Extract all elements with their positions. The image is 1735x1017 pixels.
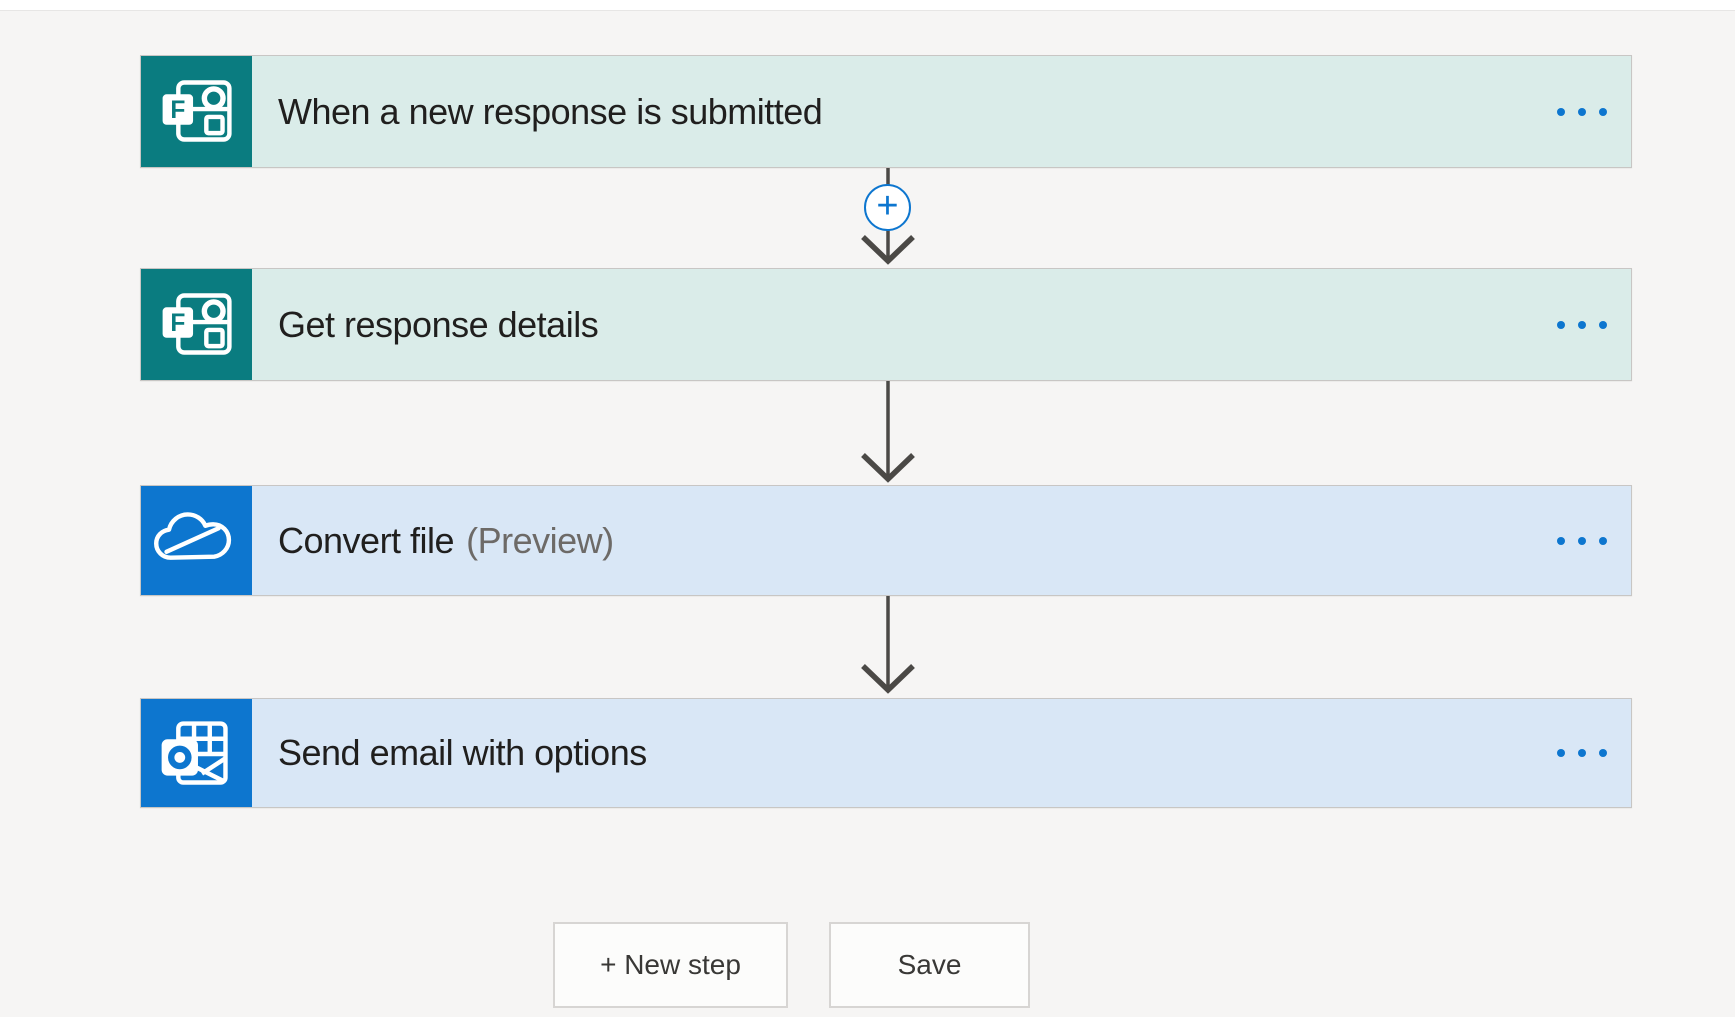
microsoft-forms-icon: F [141, 56, 252, 167]
new-step-button[interactable]: + New step [553, 922, 788, 1008]
onedrive-icon [141, 486, 252, 595]
flow-arrow [861, 596, 915, 694]
step-menu-button[interactable] [1547, 527, 1617, 555]
microsoft-forms-icon: F [141, 269, 252, 380]
step-card-convert-file[interactable]: Convert file (Preview) [140, 485, 1632, 596]
ellipsis-icon [1557, 107, 1607, 116]
step-title: Convert file (Preview) [278, 519, 614, 561]
preview-badge: (Preview) [466, 519, 614, 561]
step-title: Get response details [278, 303, 599, 345]
ellipsis-icon [1557, 749, 1607, 757]
step-menu-button[interactable] [1547, 739, 1617, 767]
plus-icon: + [876, 185, 899, 227]
top-divider [0, 0, 1735, 11]
step-card-when-a-new-response-is-submitted[interactable]: F When a new response is submitted [140, 55, 1632, 168]
step-card-get-response-details[interactable]: F Get response details [140, 268, 1632, 381]
svg-text:F: F [170, 310, 185, 337]
step-title: When a new response is submitted [278, 90, 823, 132]
ellipsis-icon [1557, 320, 1607, 329]
step-menu-button[interactable] [1547, 98, 1617, 126]
step-title: Send email with options [278, 732, 647, 773]
step-menu-button[interactable] [1547, 311, 1617, 339]
flow-arrow [861, 381, 915, 483]
step-card-send-email-with-options[interactable]: Send email with options [140, 698, 1632, 808]
svg-text:F: F [170, 97, 185, 124]
ellipsis-icon [1557, 536, 1607, 545]
insert-step-button[interactable]: + [864, 184, 911, 231]
save-button[interactable]: Save [829, 922, 1030, 1008]
outlook-icon [141, 699, 252, 807]
